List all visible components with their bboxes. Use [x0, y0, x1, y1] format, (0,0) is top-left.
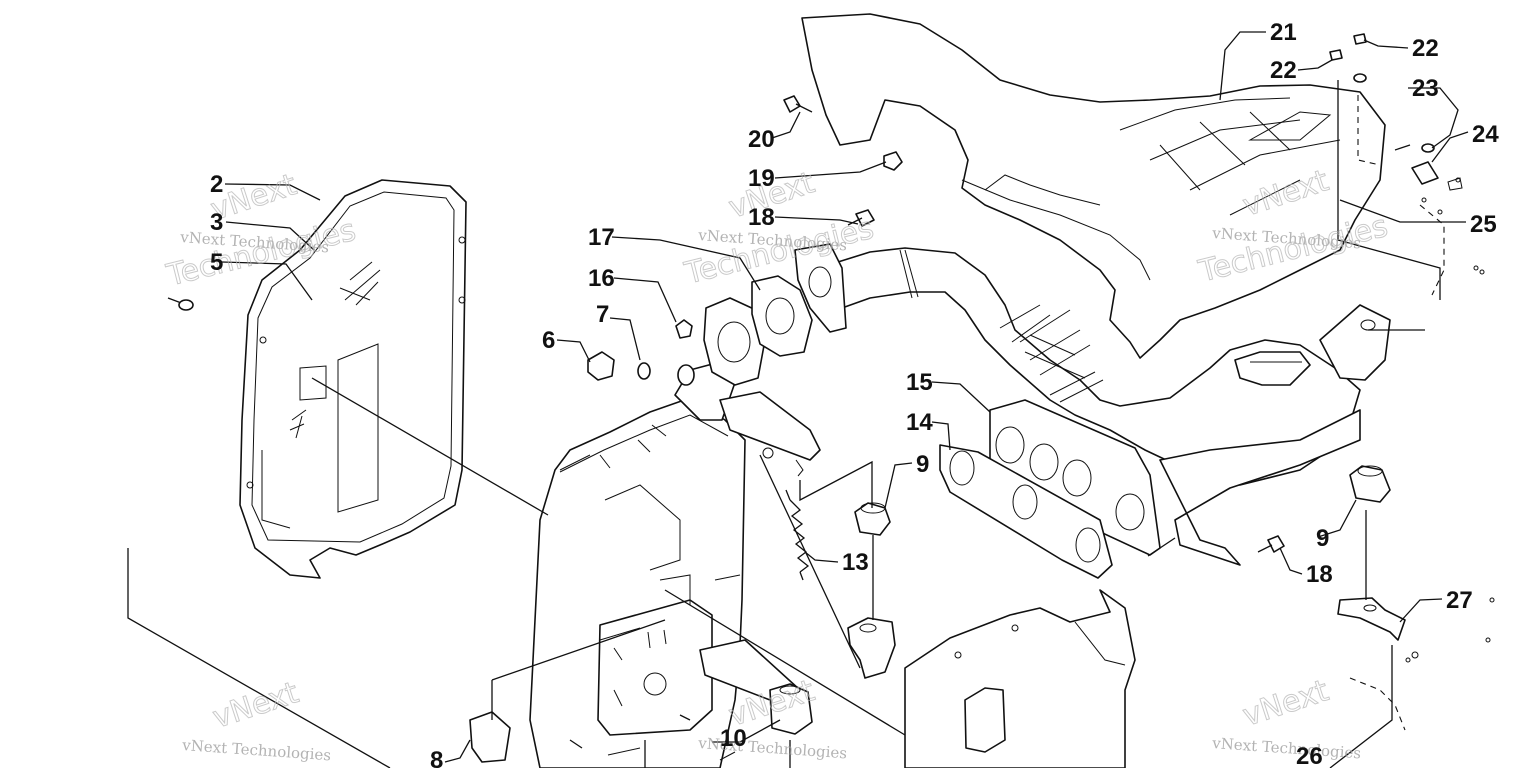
mount-bracket-bottom	[847, 617, 896, 679]
callout-9-left: 9	[916, 451, 929, 478]
callout-27: 27	[1446, 587, 1473, 614]
callout-25: 25	[1470, 211, 1497, 238]
front-exhaust-pipe	[799, 247, 1361, 486]
spring-13	[785, 489, 810, 581]
callout-5: 5	[210, 249, 223, 276]
muffler	[529, 361, 821, 768]
callout-23: 23	[1412, 75, 1439, 102]
callout-9-right: 9	[1316, 525, 1329, 552]
callout-19: 19	[748, 165, 775, 192]
callout-6: 6	[542, 327, 555, 354]
manifold-bracket	[1159, 304, 1391, 566]
bracket-27	[1337, 597, 1406, 641]
callout-labels: 2 3 5 6 7 8 9 9 10 13 14 15 16 17 18 18 …	[210, 19, 1499, 768]
leader-lines	[127, 31, 1469, 768]
callout-16: 16	[588, 265, 615, 292]
callout-22-right: 22	[1412, 35, 1439, 62]
rubber-mount-9b	[1349, 465, 1391, 503]
callout-14: 14	[906, 409, 933, 436]
callout-7: 7	[596, 301, 609, 328]
callout-18-right: 18	[1306, 561, 1333, 588]
callout-18-top: 18	[748, 204, 775, 231]
callout-8: 8	[430, 747, 443, 768]
lower-shield	[904, 589, 1136, 768]
callout-20: 20	[748, 126, 775, 153]
watermark-vnext: vNext	[209, 675, 303, 735]
watermark-vnext-technologies: vNext Technologies	[181, 736, 332, 764]
callout-24: 24	[1472, 121, 1499, 148]
callout-15: 15	[906, 369, 933, 396]
upper-heat-cover	[801, 13, 1386, 359]
mount-10	[769, 683, 813, 735]
callout-2: 2	[210, 171, 223, 198]
callout-3: 3	[210, 209, 223, 236]
bolts-and-washers	[167, 33, 1439, 553]
clip-8	[469, 711, 511, 763]
callout-26: 26	[1296, 743, 1323, 768]
callout-22-left: 22	[1270, 57, 1297, 84]
exhaust-gaskets	[703, 243, 847, 386]
callout-21: 21	[1270, 19, 1297, 46]
watermark-vnext-technologies: vNext Technologies	[1211, 734, 1362, 762]
callout-17: 17	[588, 224, 615, 251]
manifold-gaskets	[939, 399, 1161, 579]
callout-10: 10	[720, 725, 747, 752]
rubber-mount-9a	[854, 502, 891, 536]
hardware-markers	[1405, 177, 1495, 663]
callout-13: 13	[842, 549, 869, 576]
watermark-vnext: vNext	[1239, 673, 1333, 733]
